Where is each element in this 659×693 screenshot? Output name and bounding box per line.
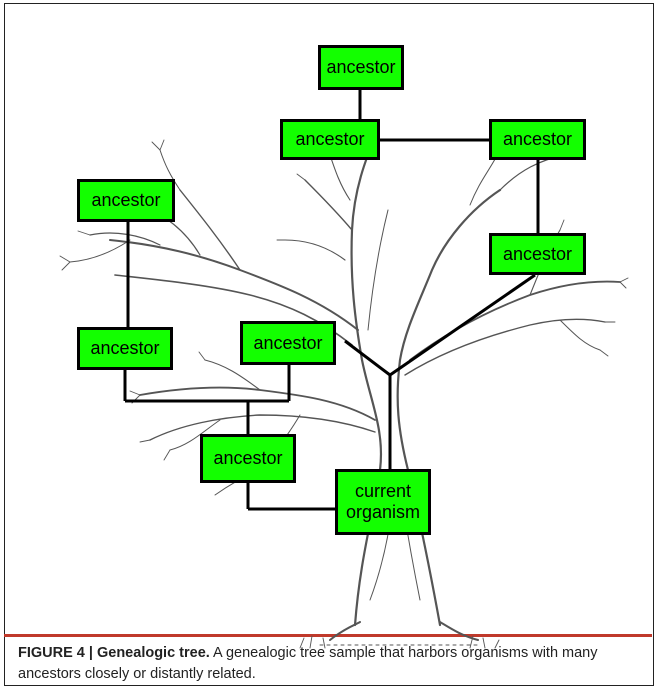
caption-title: FIGURE 4 | Genealogic tree. <box>18 645 210 661</box>
current-organism-node: current organism <box>335 469 431 535</box>
ancestor-node-far-left: ancestor <box>77 179 175 222</box>
ancestor-node-lower: ancestor <box>200 434 296 483</box>
caption-divider <box>4 634 652 637</box>
ancestor-node-center: ancestor <box>240 321 336 365</box>
ancestor-node-left-mid: ancestor <box>77 327 173 370</box>
ancestor-node-right-mid: ancestor <box>489 233 586 275</box>
connector-lines <box>123 90 540 511</box>
ancestor-node-upper-right: ancestor <box>489 119 586 160</box>
ancestor-node-upper-left: ancestor <box>280 119 380 160</box>
figure-caption: FIGURE 4 | Genealogic tree. A genealogic… <box>18 643 638 685</box>
caption-text: A genealogic tree sample that harbors or… <box>18 645 598 682</box>
ancestor-node-top: ancestor <box>318 45 404 90</box>
